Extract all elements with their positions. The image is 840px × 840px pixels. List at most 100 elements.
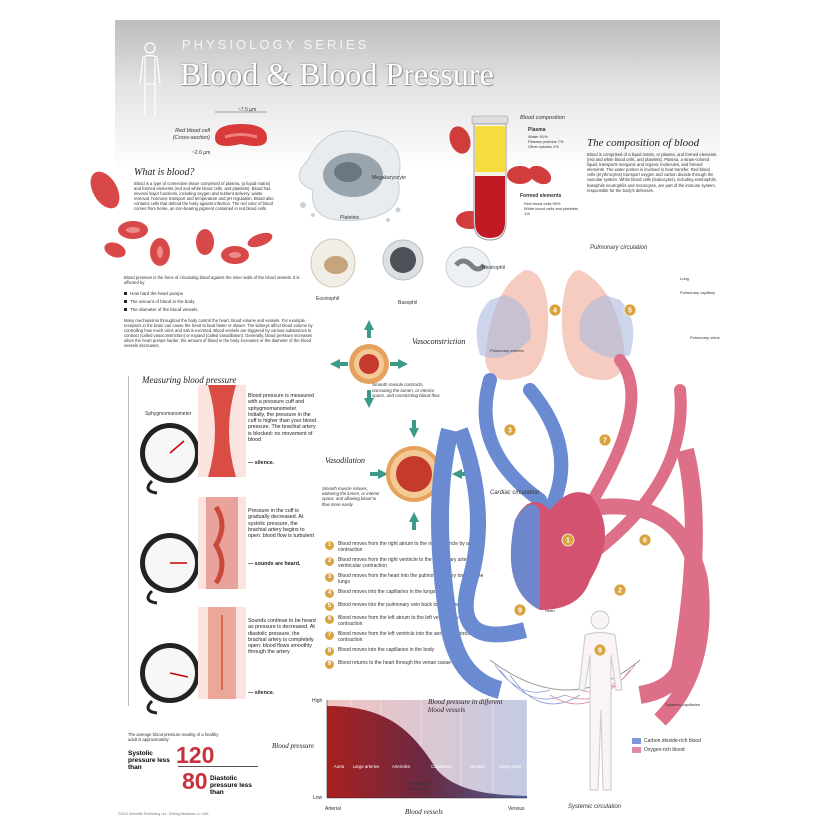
- vasoconstriction-heading: Vasoconstriction: [412, 337, 466, 346]
- chart-category-label: Venules: [469, 764, 484, 769]
- legend-o2-text: Oxygen-rich blood: [644, 747, 685, 753]
- measuring-step-1: Blood pressure is measured with a pressu…: [248, 393, 316, 444]
- rbc-label-text: Red blood cell: [175, 128, 210, 134]
- footer-copyright: ©2011 Scientific Publishing Ltd., Rollin…: [118, 812, 209, 816]
- red-blood-cells-illustration: [90, 171, 273, 266]
- basophil-label: Basophil: [398, 300, 418, 306]
- step-text: Blood moves from the left atrium to the …: [338, 615, 471, 627]
- bp-factor-item: The diameter of the blood vessels: [124, 306, 198, 314]
- vasoconstriction-text: Smooth muscle contracts, narrowing the l…: [372, 382, 440, 398]
- measuring-step-1-sound: — silence.: [248, 460, 275, 466]
- diastolic-value: 80: [182, 768, 208, 794]
- chart-category-label: Capillaries: [431, 764, 451, 769]
- pressure-chart-xlabel: Blood vessels: [405, 808, 443, 816]
- bp-mechanisms: Many mechanisms throughout the body cont…: [124, 318, 313, 349]
- megakaryocyte-illustration: [298, 130, 401, 222]
- average-divider: [178, 766, 258, 767]
- neutrophil-label: Neutrophil: [482, 265, 505, 271]
- circulation-marker: 1: [561, 533, 575, 547]
- step-text: Blood moves from the right atrium to the…: [338, 541, 477, 553]
- circulation-marker: 8: [593, 643, 607, 657]
- chart-category-label: Large veins: [499, 764, 521, 769]
- step-number-badge: 1: [325, 541, 334, 550]
- series-label: PHYSIOLOGY SERIES: [182, 37, 370, 52]
- step-text: Blood moves from the left ventricle into…: [338, 631, 477, 643]
- pulmonary-circulation-label: Pulmonary circulation: [590, 245, 648, 251]
- vasodilation-illustration: [370, 420, 470, 530]
- bp-factor-item: The amount of blood in the body: [124, 298, 198, 306]
- diastolic-label: Diastolic pressure less than: [210, 775, 252, 796]
- circulation-step: 7 Blood moves from the left ventricle int…: [325, 631, 485, 643]
- legend: Carbon dioxide-rich blood Oxygen-rich bl…: [632, 738, 701, 753]
- step-number-badge: 6: [325, 615, 334, 624]
- pressure-chart-low: Low: [313, 795, 323, 801]
- pressure-chart-x-left: Arterial: [325, 806, 341, 812]
- circulation-marker-number: 7: [603, 437, 607, 444]
- average-bp-text: The average blood pressure reading of a …: [128, 732, 219, 743]
- header-banner: [115, 20, 720, 170]
- vasodilation-text: Smooth muscle relaxes, widening the lume…: [322, 486, 380, 507]
- circulation-marker-number: 2: [618, 587, 622, 594]
- lung-label: Lung: [680, 276, 689, 281]
- measuring-rule: [128, 376, 139, 706]
- human-figure-icon: [139, 42, 161, 116]
- what-is-blood-heading: What is blood?: [134, 167, 195, 178]
- measuring-step-3: Sounds continue to be heard as pressure …: [248, 618, 316, 656]
- legend-swatch-blue: [632, 738, 641, 744]
- step-text: Blood moves into the capillaries in the …: [338, 589, 436, 595]
- bp-intro: Blood pressure is the force of circulati…: [124, 275, 300, 286]
- step-number-badge: 7: [325, 631, 334, 640]
- step-text: Blood moves from the right ventricle to …: [338, 557, 478, 569]
- circulation-step: 6 Blood moves from the left atrium to the…: [325, 615, 485, 627]
- systemic-circulation-label: Systemic circulation: [568, 804, 622, 810]
- step-number-badge: 4: [325, 589, 334, 598]
- circulation-marker: 6: [638, 533, 652, 547]
- rbc-sublabel: (Cross-section): [172, 134, 210, 141]
- measuring-step-2-sound: — sounds are heard.: [248, 561, 301, 567]
- step-text: Blood moves into the capillaries in the …: [338, 647, 435, 653]
- formed-items: Red blood cells 99% White blood cells an…: [524, 201, 579, 216]
- gauge-2-illustration: [140, 533, 200, 605]
- rbc-cross-section-illustration: [215, 111, 267, 146]
- poster-title: Blood & Blood Pressure: [180, 56, 494, 92]
- formed-item: White blood cells and platelets 1%: [524, 206, 579, 216]
- megakaryocyte-label: Megakaryocyte: [372, 175, 406, 181]
- plasma-label: Plasma: [528, 127, 546, 133]
- pressure-chart-title: Blood pressure in different blood vessel…: [428, 698, 503, 714]
- step-text: Blood returns to the heart through the v…: [338, 660, 451, 666]
- circulation-marker-number: 5: [628, 307, 632, 314]
- pressure-chart-high: High: [312, 698, 323, 704]
- artery-strips-illustration: [198, 385, 246, 699]
- plasma-item: Other solutes 1%: [528, 144, 559, 149]
- step-number-badge: 9: [325, 660, 334, 669]
- plasma-item: Water 91%: [528, 134, 548, 139]
- circulation-marker-number: 4: [553, 307, 557, 314]
- systolic-label: Systolic pressure less than: [128, 750, 170, 771]
- legend-swatch-pink: [632, 747, 641, 753]
- circulation-step: 9 Blood returns to the heart through the …: [325, 660, 485, 669]
- legend-item-co2: Carbon dioxide-rich blood: [632, 738, 701, 744]
- circulation-marker-number: 1: [566, 537, 570, 544]
- circulation-step: 2 Blood moves from the right ventricle to…: [325, 557, 485, 569]
- circulation-marker: 2: [613, 583, 627, 597]
- circulation-marker-number: 6: [643, 537, 647, 544]
- formed-item: Red blood cells 99%: [524, 201, 561, 206]
- platelets-label: Platelets: [340, 215, 360, 221]
- rbc-depth-label: ~2.6 µm: [192, 150, 211, 156]
- pressure-curve: [327, 706, 527, 798]
- circulation-step: 1 Blood moves from the right atrium to th…: [325, 541, 485, 553]
- gauge-1-illustration: [140, 423, 200, 495]
- circulation-step: 4 Blood moves into the capillaries in the…: [325, 589, 485, 598]
- measuring-step-2: Pressure in the cuff is gradually decrea…: [248, 508, 314, 540]
- circulation-marker-number: 3: [508, 427, 512, 434]
- measuring-step-3-sound: — silence.: [248, 690, 275, 696]
- circulation-marker: 7: [598, 433, 612, 447]
- composition-title: Blood composition: [520, 115, 565, 121]
- circulation-marker-number: 8: [598, 647, 602, 654]
- step-number-badge: 2: [325, 557, 334, 566]
- composition-body: Blood is comprised of a liquid matrix, o…: [587, 152, 717, 193]
